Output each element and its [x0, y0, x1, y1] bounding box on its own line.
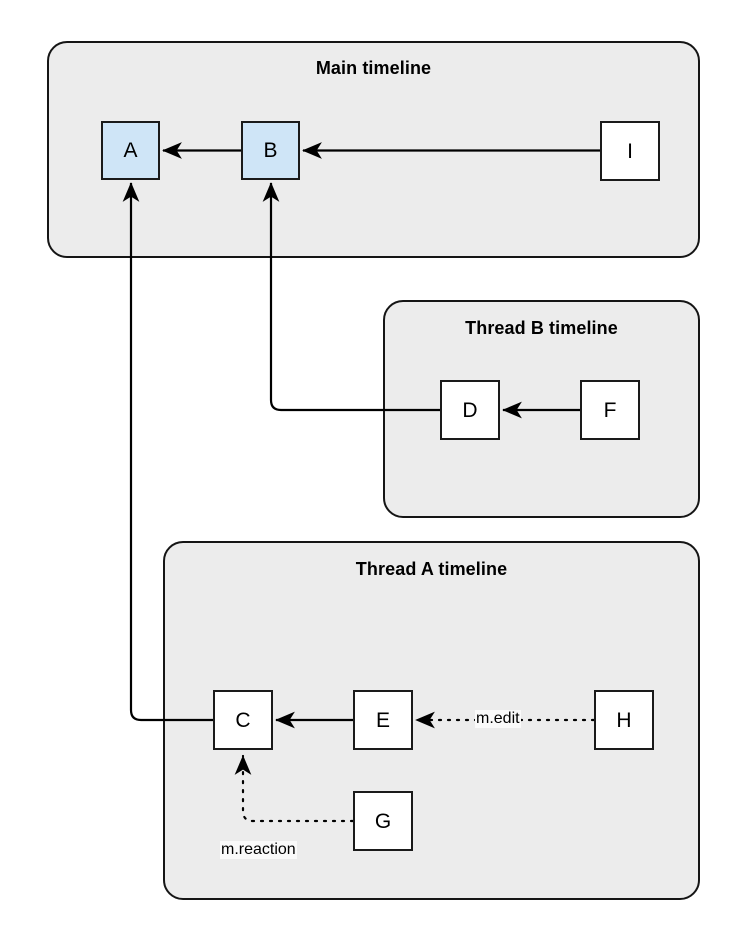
node-a-label: A [123, 139, 138, 162]
node-c-label: C [235, 708, 251, 732]
node-g[interactable]: G [353, 791, 413, 851]
group-title-thread-b-timeline: Thread B timeline [465, 318, 618, 338]
node-b-label: B [263, 139, 278, 162]
node-d-label: D [462, 398, 478, 422]
node-b[interactable]: B [241, 121, 300, 180]
node-h-label: H [616, 708, 632, 732]
edge-g-to-c [234, 754, 355, 823]
node-a[interactable]: A [101, 121, 160, 180]
edge-label-m-edit: m.edit [475, 710, 521, 728]
node-h[interactable]: H [594, 690, 654, 750]
edge-label-m-reaction: m.reaction [220, 841, 297, 859]
node-f-label: F [603, 398, 617, 422]
group-title-main-timeline: Main timeline [315, 58, 432, 78]
node-d[interactable]: D [440, 380, 500, 440]
edge-c-to-a [122, 182, 213, 722]
node-e-label: E [375, 708, 390, 732]
node-i[interactable]: I [600, 121, 660, 181]
group-title-thread-a-timeline: Thread A timeline [355, 559, 508, 579]
edge-d-to-b [262, 182, 440, 412]
node-g-label: G [374, 809, 392, 833]
node-f[interactable]: F [580, 380, 640, 440]
node-i-label: I [627, 139, 633, 163]
node-c[interactable]: C [213, 690, 273, 750]
node-e[interactable]: E [353, 690, 413, 750]
